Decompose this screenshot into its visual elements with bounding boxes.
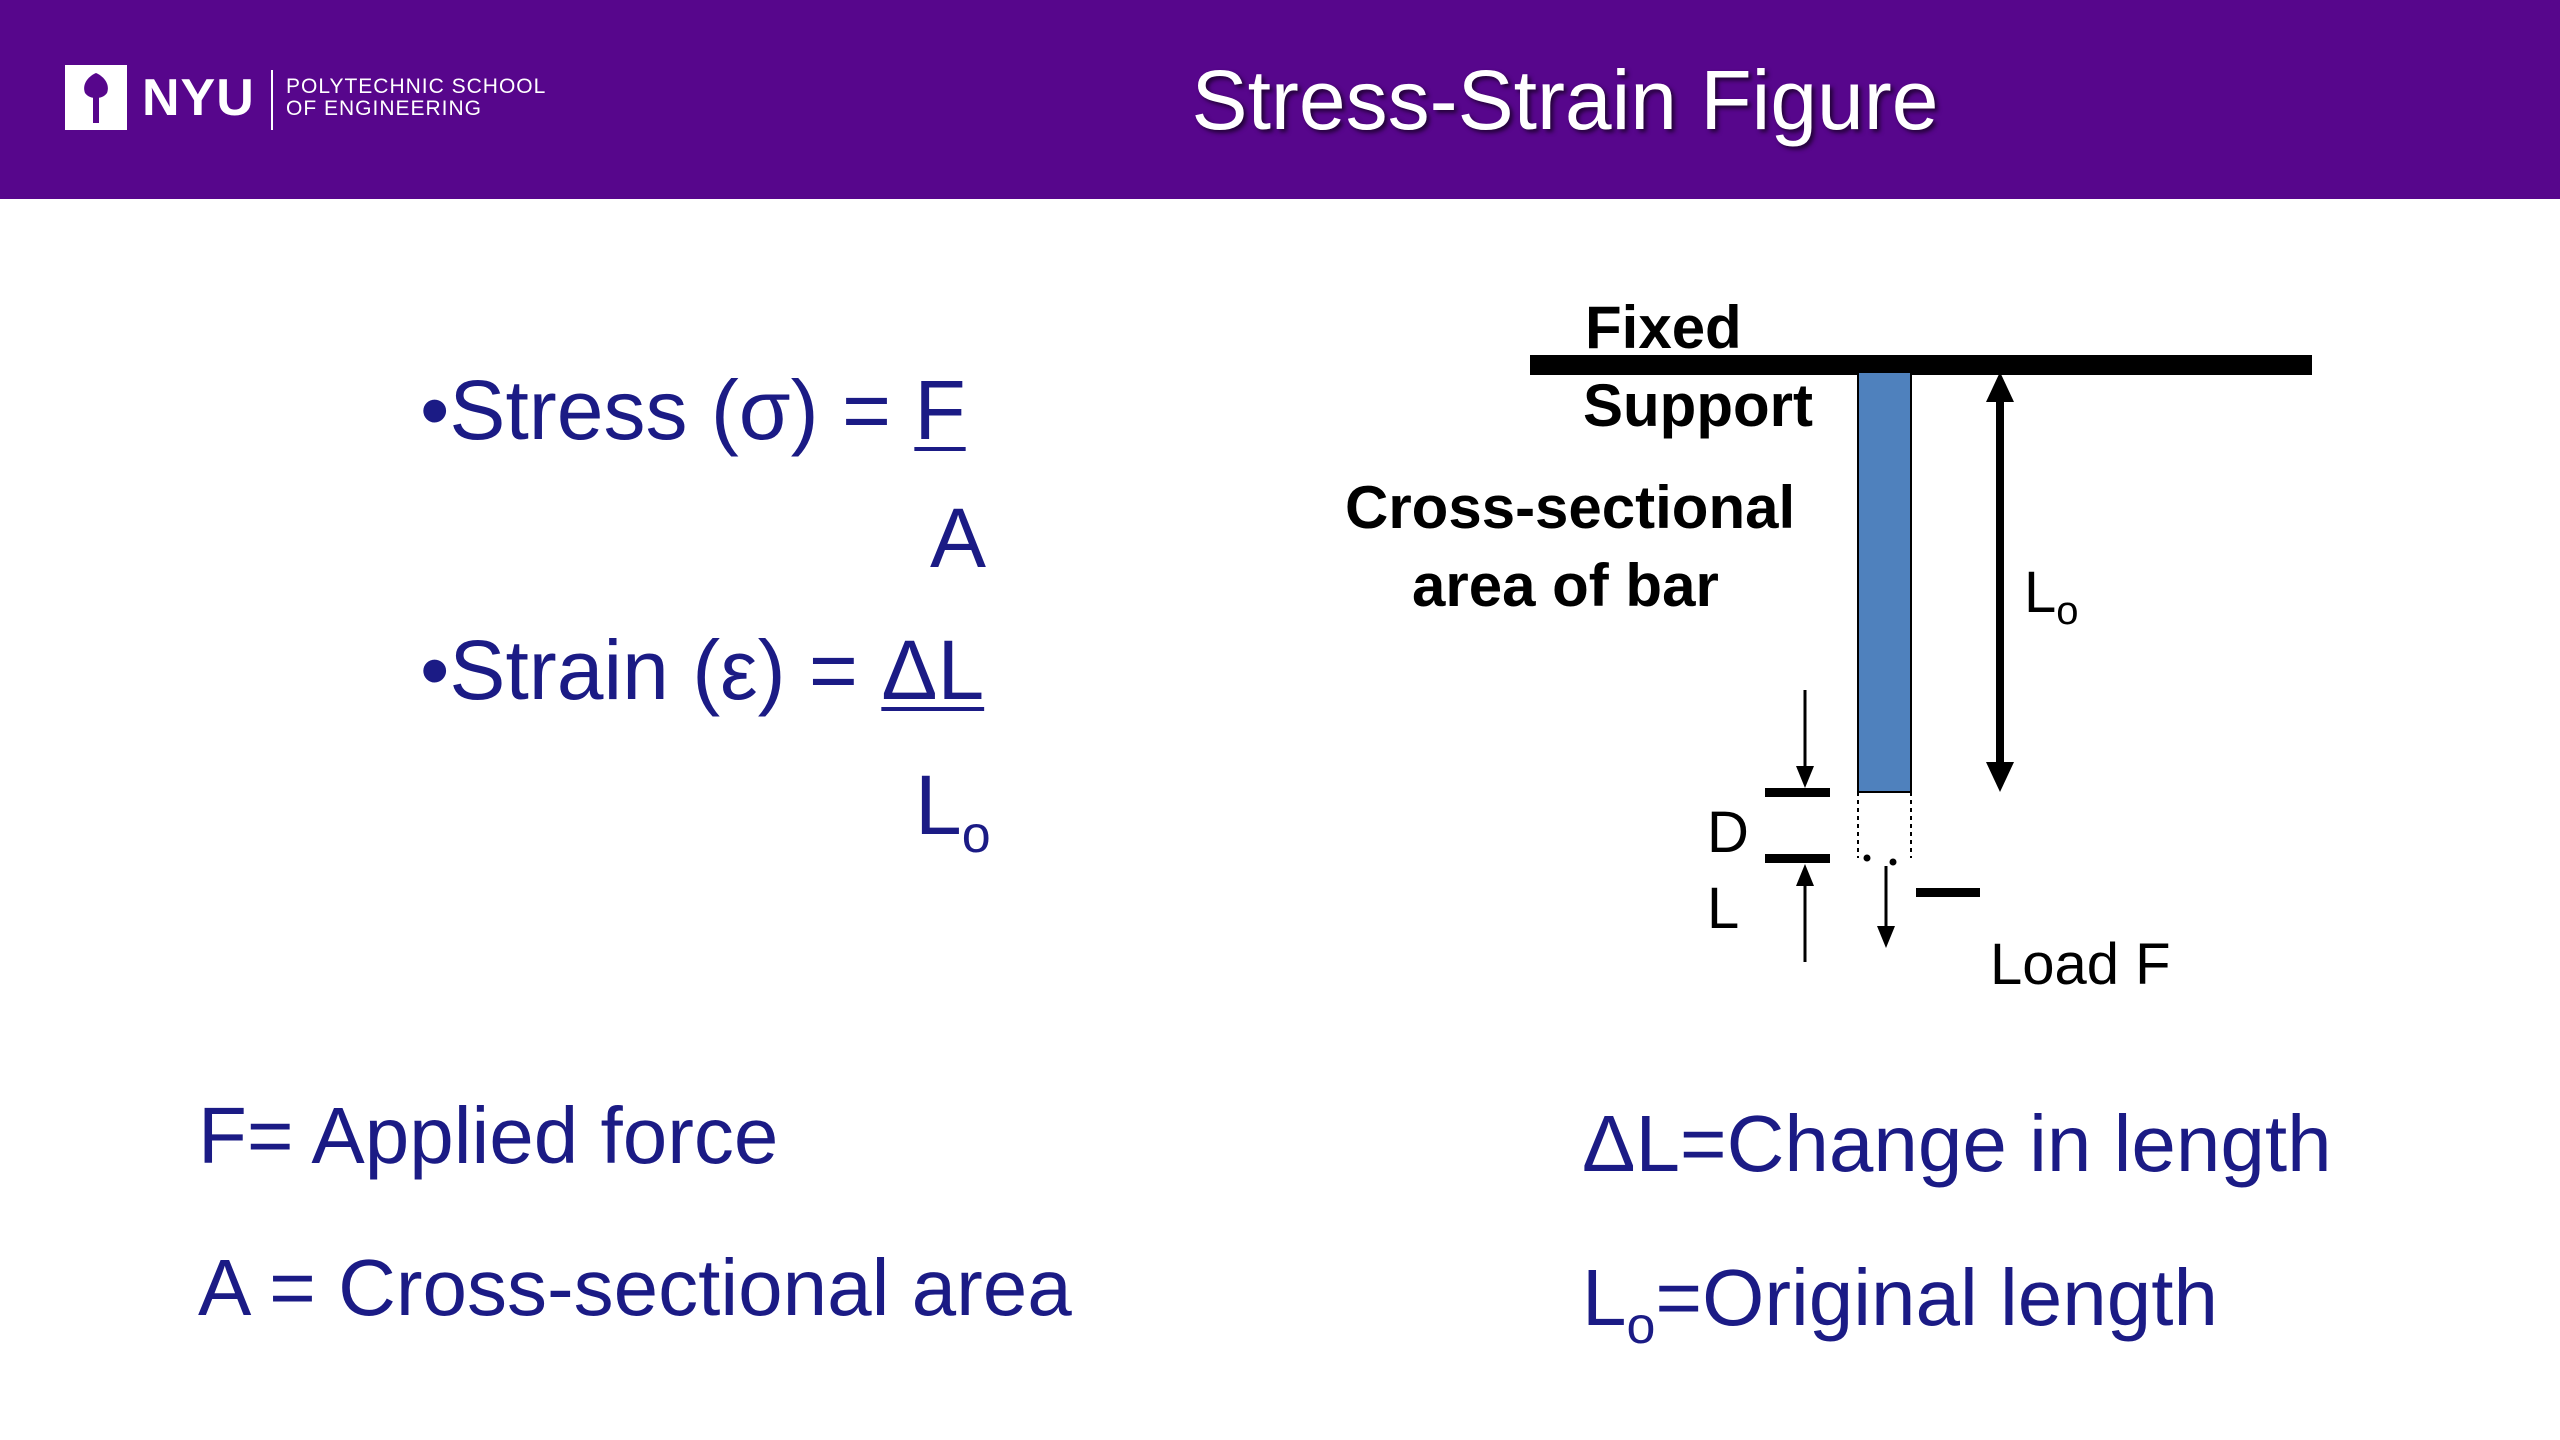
label-length-main: L <box>2024 560 2057 625</box>
original-length-rest: =Original length <box>1655 1253 2218 1342</box>
load-arrow-head <box>1877 926 1895 948</box>
stress-formula: •Stress (σ) = F <box>420 360 966 460</box>
original-length-sub: o <box>1626 1297 1656 1355</box>
fixed-support-beam <box>1530 355 2312 375</box>
slide-title: Stress-Strain Figure <box>1191 53 1939 147</box>
strain-denominator-sub: o <box>961 806 991 864</box>
length-arrow-down <box>1986 762 2014 792</box>
definition-delta-l: ΔL=Change in length <box>1582 1099 2332 1188</box>
definition-original-length: Lo=Original length <box>1582 1250 2218 1356</box>
label-load: Load F <box>1990 932 2171 997</box>
nyu-torch-logo <box>65 65 127 130</box>
delta-arrow-top-head <box>1796 766 1814 788</box>
delta-tick-bottom <box>1765 854 1830 863</box>
load-dash <box>1916 888 1980 897</box>
length-arrow-up <box>1986 372 2014 402</box>
delta-arrow-bottom-head <box>1796 864 1814 886</box>
label-cross-sectional: Cross-sectional <box>1345 474 1796 541</box>
strain-numerator: ΔL <box>881 623 985 717</box>
label-original-length: Lo <box>2024 558 2079 634</box>
logo-subtitle-line-2: OF ENGINEERING <box>286 97 483 120</box>
stress-numerator: F <box>914 363 966 457</box>
label-fixed: Fixed <box>1585 294 1742 361</box>
slide-header: NYU POLYTECHNIC SCHOOL OF ENGINEERING St… <box>0 0 2560 199</box>
delta-tick-top <box>1765 788 1830 797</box>
strain-label: Strain (ε) = <box>449 623 882 717</box>
stress-label: Stress (σ) = <box>449 363 915 457</box>
strain-formula: •Strain (ε) = ΔL <box>420 620 984 720</box>
logo-divider <box>271 70 273 130</box>
label-delta-d: D <box>1707 800 1749 865</box>
load-dot-left <box>1863 854 1871 862</box>
load-dot-right <box>1889 858 1897 866</box>
label-length-sub: o <box>2056 589 2079 633</box>
bar <box>1857 371 1912 793</box>
definition-force: F= Applied force <box>198 1091 779 1180</box>
logo-subtitle-line-1: POLYTECHNIC SCHOOL <box>286 75 547 98</box>
label-area-of-bar: area of bar <box>1412 552 1719 619</box>
logo-subtitle: POLYTECHNIC SCHOOL OF ENGINEERING <box>286 76 546 120</box>
logo-wordmark: NYU <box>142 69 255 127</box>
original-length-main: L <box>1582 1253 1627 1342</box>
definition-area: A = Cross-sectional area <box>198 1243 1072 1332</box>
torch-icon <box>84 73 108 123</box>
strain-denominator: Lo <box>915 755 991 867</box>
label-delta-l: L <box>1707 876 1740 941</box>
strain-denominator-main: L <box>915 758 962 852</box>
label-support: Support <box>1583 372 1813 439</box>
strain-bullet: • <box>420 623 450 717</box>
stress-bullet: • <box>420 363 450 457</box>
stress-denominator: A <box>930 491 987 585</box>
